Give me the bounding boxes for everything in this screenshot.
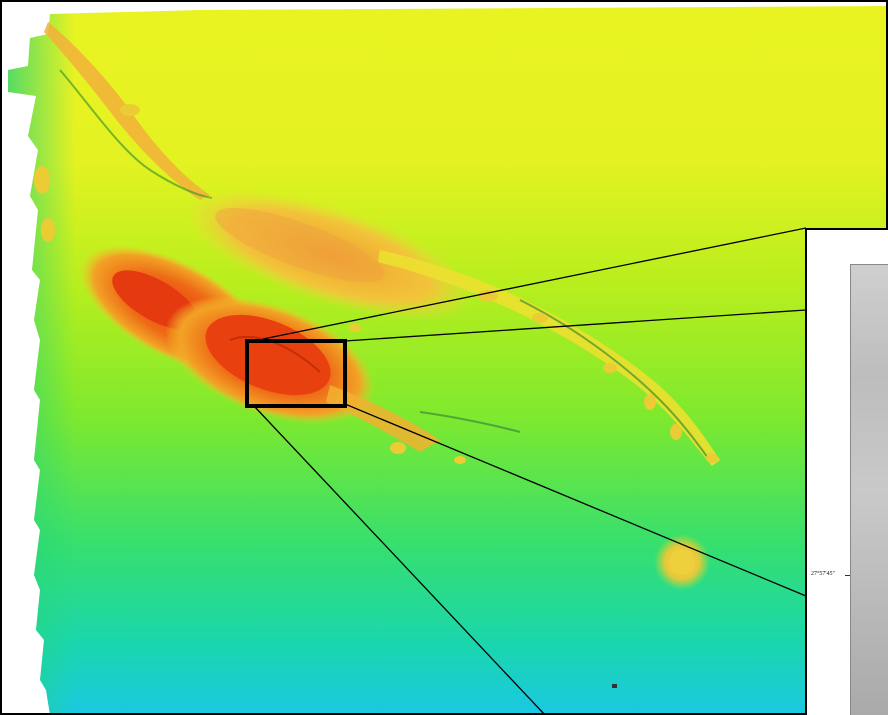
southeast-ridge-scarp [519,299,709,459]
reef-patch [532,313,548,323]
leader-line [344,403,807,597]
central-ridge-core [215,207,385,283]
leader-line [253,405,546,715]
southeast-knoll [669,549,695,575]
survey-area [8,6,888,715]
reef-patch [349,324,361,332]
reef-patch [41,218,55,242]
reef-patch [120,104,140,116]
seabed-marker [612,684,617,688]
main-shoal [205,314,331,396]
reef-patch [644,394,656,410]
reef-patch [603,363,617,373]
reef-patch [706,453,718,463]
central-ridge [186,189,474,321]
survey-area-west-shading [8,10,200,715]
inset-sidescan-image [850,264,888,715]
northern-escarpment-edge [59,69,213,199]
inset-map-panel: 27°57'45" [805,228,888,715]
reef-patch [478,290,498,302]
reef-patch [34,166,50,194]
shoal-tail-ridge [326,385,440,452]
leader-line [262,227,807,340]
reef-patch [454,456,466,464]
leader-line [344,309,807,342]
channel-lineament [419,411,521,433]
inset-latitude-tick [845,575,850,576]
zoom-callout-box [245,339,347,408]
reef-patch [390,442,406,454]
inset-latitude-label: 27°57'45" [811,571,835,577]
reef-patches [34,104,718,464]
reef-patch [670,424,682,440]
